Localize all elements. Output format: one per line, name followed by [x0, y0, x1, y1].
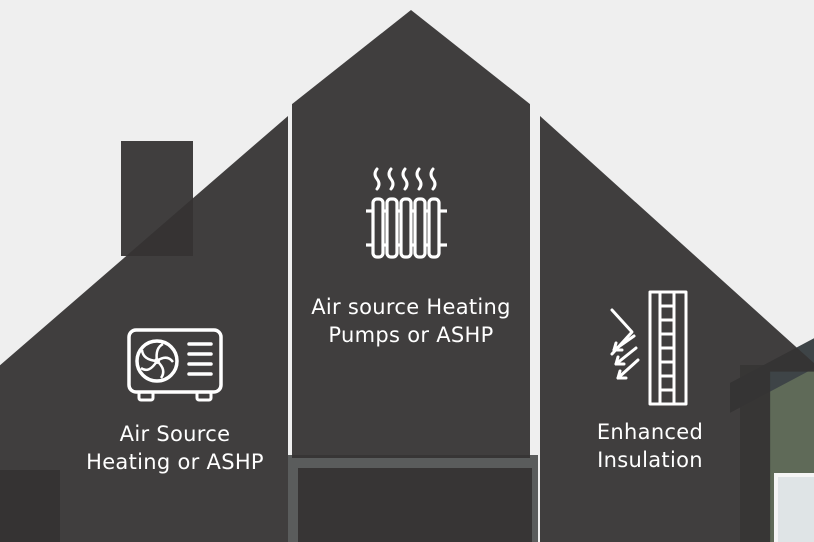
tile-air-source-heat-pumps: Air source Heating Pumps or ASHP — [292, 165, 530, 349]
heat-pump-unit-icon — [127, 328, 223, 402]
label-line-1: Enhanced — [596, 420, 704, 444]
house-panel-center-bottom — [298, 468, 532, 542]
label-line-2: Insulation — [597, 448, 703, 472]
label-line-2: Heating or ASHP — [86, 450, 264, 474]
insulation-wall-icon — [610, 290, 688, 406]
tile-enhanced-insulation: Enhanced Insulation — [550, 288, 750, 474]
label-line-2: Pumps or ASHP — [328, 323, 494, 347]
tile-air-source-heating: Air Source Heating or ASHP — [60, 326, 290, 476]
label-line-1: Air Source — [119, 422, 231, 446]
label-line-1: Air source Heating — [311, 295, 511, 319]
radiator-heat-icon — [366, 167, 447, 259]
background-window — [774, 473, 814, 542]
